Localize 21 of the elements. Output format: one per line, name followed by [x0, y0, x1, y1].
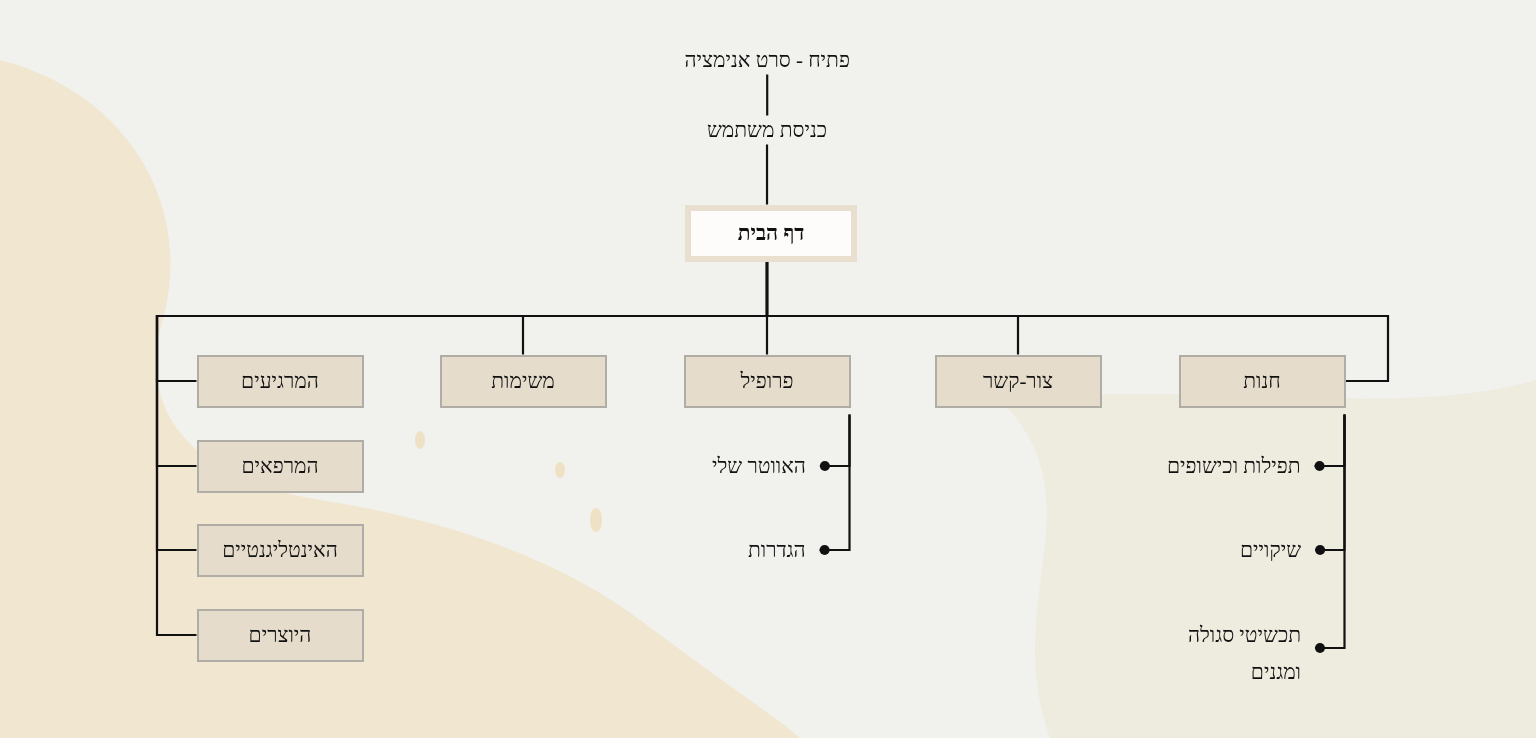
item-label: תכשיטי סגולה ומגנים [1155, 617, 1315, 691]
item-label: האווטר שלי [712, 453, 820, 479]
item-label: שיקויים [1240, 537, 1316, 563]
page-box: משימות [439, 354, 607, 408]
connector-line [765, 261, 1390, 383]
item-label: תפילות וכישופים [1167, 453, 1315, 479]
step-label: כניסת משתמש [703, 115, 832, 145]
connector-line [766, 74, 769, 116]
page-box: חנות [1178, 354, 1346, 408]
connector-line [1315, 414, 1346, 653]
item-label: הגדרות [748, 537, 820, 563]
step-label: פתיח - סרט אנימציה [680, 45, 854, 75]
page-box: המרפאים [196, 439, 364, 493]
page-box: פרופיל [683, 354, 851, 408]
connector-line [819, 414, 851, 555]
page-box: היוצרים [196, 608, 364, 662]
page-box: האינטליגנטיים [196, 523, 364, 577]
home-box: דף הבית [685, 204, 857, 262]
page-box: צור-קשר [934, 354, 1102, 408]
connector-line [765, 144, 769, 205]
page-box: המרגיעים [196, 354, 364, 408]
